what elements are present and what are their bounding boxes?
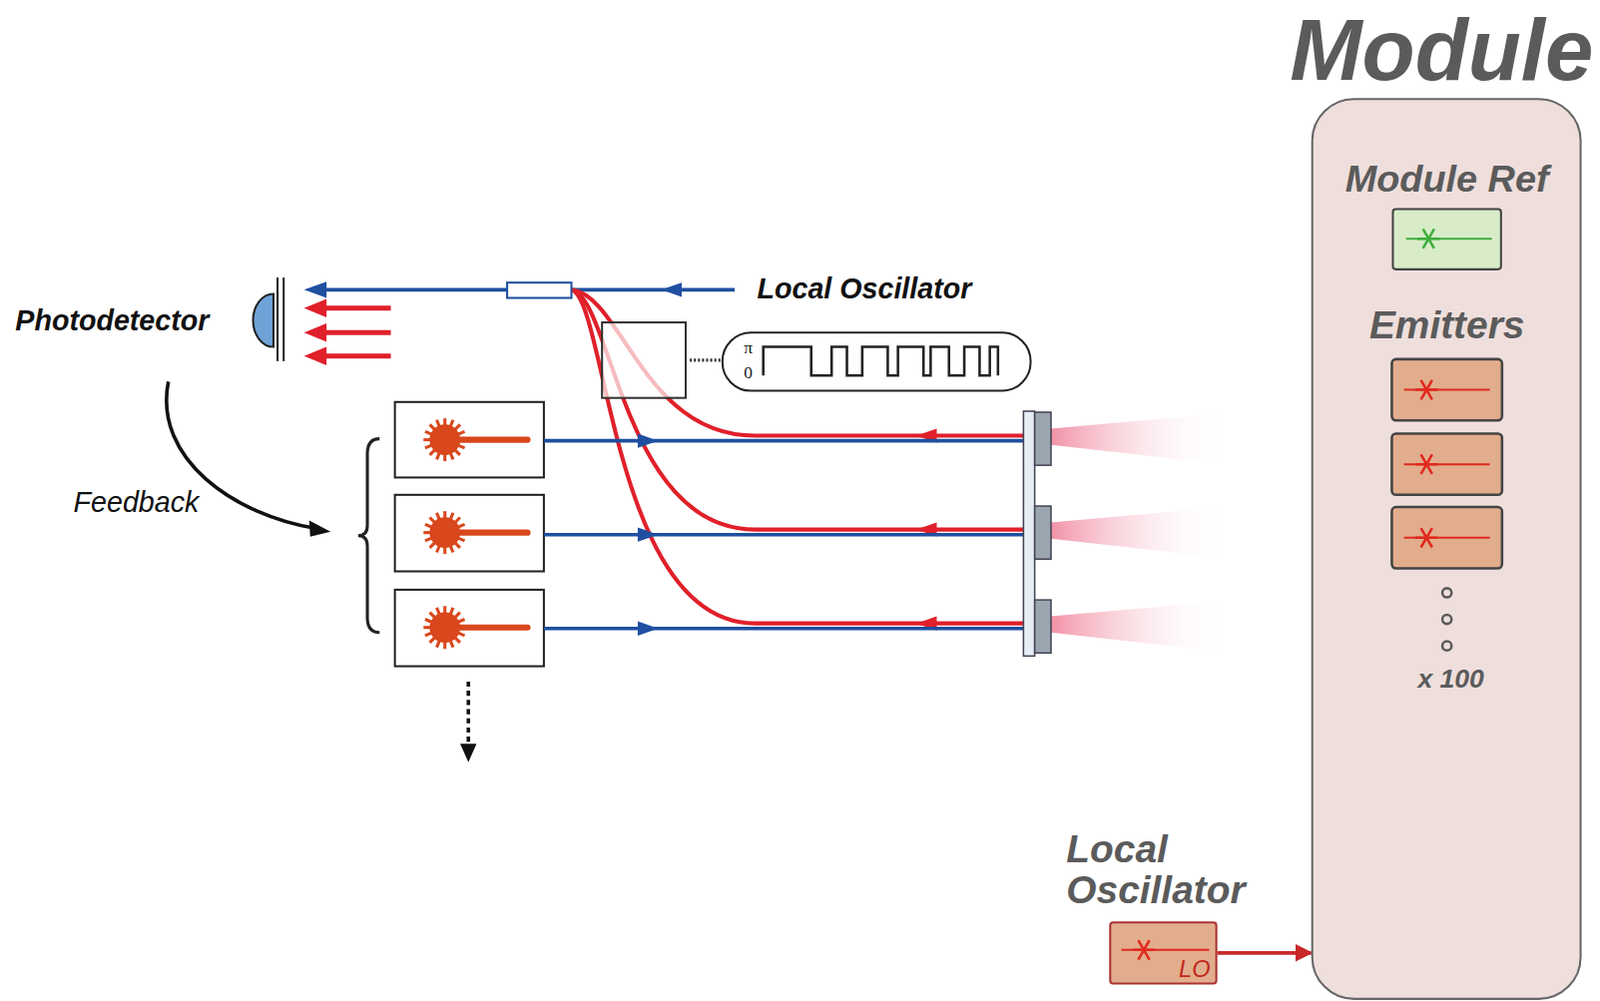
- reference-laser-box: Module Ref: [1391, 208, 1502, 271]
- signal-arrows: [304, 299, 392, 366]
- lo-beam-label: Local Oscillator: [757, 273, 973, 304]
- lo-subscript: LO: [1178, 957, 1210, 983]
- module-title: Module: [1289, 3, 1594, 95]
- module-panel: ModuleModule RefEmittersx 100: [1311, 97, 1583, 1001]
- fiber-coupler: [507, 282, 571, 298]
- feedback-label: Feedback: [73, 488, 200, 519]
- detector-label: Photodetector: [14, 306, 209, 337]
- laser-emitter: [423, 418, 531, 462]
- phase-label: 0: [743, 364, 753, 383]
- arrow-head: [309, 520, 331, 536]
- square-wave: [763, 347, 999, 377]
- arrow-head: [660, 282, 681, 297]
- brace: [358, 439, 380, 633]
- photodetector-symbol: [253, 293, 274, 347]
- beam-connector: [1217, 951, 1312, 956]
- laser-emitter: [423, 605, 531, 649]
- fiber-array-plate: [1023, 411, 1035, 656]
- laser-beams: [543, 441, 1024, 629]
- phase-modulator: [601, 322, 686, 399]
- local-oscillator-box: Local OscillatorLO: [1108, 921, 1217, 985]
- emitter-group: Emitters x 100: [1359, 304, 1536, 703]
- arrow-head: [460, 743, 477, 762]
- detector-plate: [276, 277, 279, 362]
- lo-label: Local Oscillator: [1066, 829, 1281, 912]
- emitter-boxes: [1359, 304, 1536, 662]
- fiber-tips: [1035, 412, 1052, 653]
- detector-plate: [282, 277, 285, 362]
- arrow-head: [637, 528, 658, 542]
- module-ref-label: Module Ref: [1345, 160, 1550, 201]
- arrow-head: [637, 433, 658, 448]
- laser-emitter: [423, 511, 531, 554]
- waveform-box: [722, 332, 1032, 391]
- phase-label: π: [743, 338, 753, 357]
- laser-array: [395, 402, 544, 667]
- laser-symbol: [1393, 210, 1499, 268]
- output-beams: [1051, 413, 1225, 652]
- arrow-head: [637, 621, 658, 636]
- count-label: x 100: [1417, 665, 1485, 694]
- arrow-head: [304, 281, 327, 298]
- emitters-label: Emitters: [1369, 306, 1525, 348]
- dotted-link: [689, 358, 721, 362]
- continuation-arrow: [466, 681, 471, 747]
